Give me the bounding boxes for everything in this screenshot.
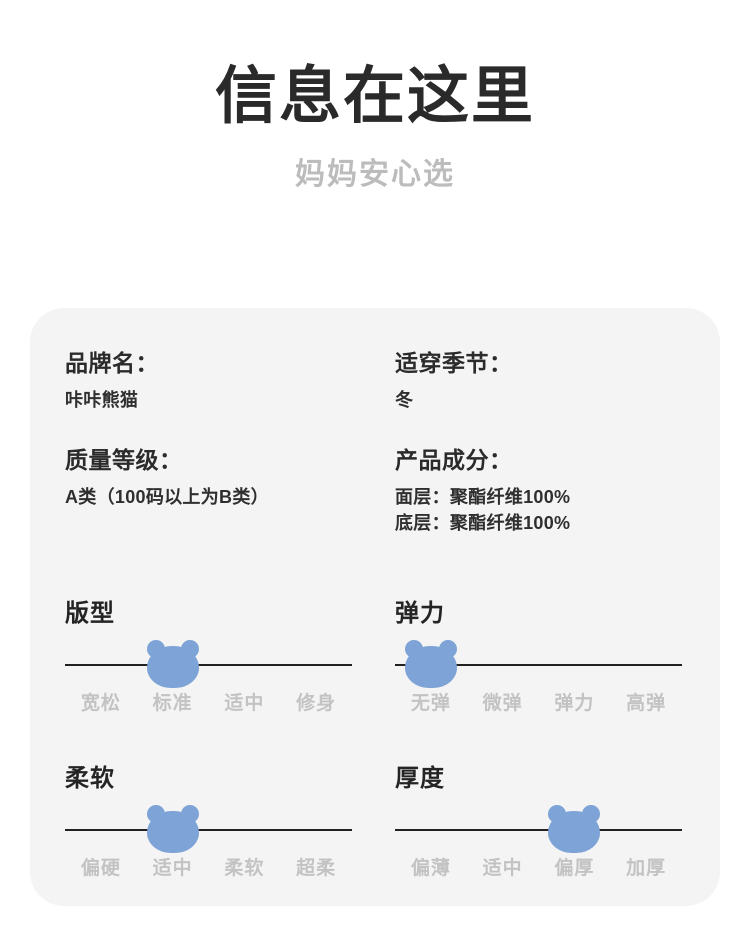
slider-elasticity[interactable]: 弹力 无弹微弹弹力高弹 [395, 593, 682, 714]
slider-track[interactable] [65, 829, 352, 831]
slider-track-wrap[interactable] [395, 634, 682, 688]
slider-tick-label[interactable]: 宽松 [80, 693, 121, 714]
spec-label: 品牌名： [65, 350, 159, 376]
product-info-card: 品牌名： 咔咔熊猫 适穿季节： 冬 质量等级： A类（100码以上为B类） 产品… [30, 308, 720, 906]
bear-face-icon [146, 811, 199, 853]
slider-tick-label[interactable]: 适中 [224, 693, 265, 714]
spec-value-line: 冬 [395, 390, 414, 410]
slider-track[interactable] [65, 664, 352, 666]
spec-label: 适穿季节： [395, 350, 513, 376]
bear-face-icon [146, 646, 199, 688]
spec-value-line: 咔咔熊猫 [65, 390, 139, 410]
spec-brand-name: 品牌名： 咔咔熊猫 [65, 352, 395, 413]
bear-head-icon[interactable] [146, 640, 199, 688]
slider-tick-label[interactable]: 偏硬 [80, 858, 121, 879]
slider-tick-label[interactable]: 标准 [152, 693, 193, 714]
spec-value: 面层：聚酯纤维100% 底层：聚酯纤维100% [395, 484, 685, 536]
slider-track-wrap[interactable] [65, 799, 352, 853]
slider-tick-label[interactable]: 修身 [296, 693, 337, 714]
slider-track[interactable] [395, 829, 682, 831]
slider-area: 版型 宽松标准适中修身 弹力 无弹微弹弹力高弹 [65, 593, 685, 879]
slider-title: 厚度 [395, 765, 445, 792]
slider-title: 弹力 [395, 600, 445, 627]
slider-title: 柔软 [65, 765, 115, 792]
slider-track[interactable] [395, 664, 682, 666]
slider-tick-label[interactable]: 超柔 [296, 858, 337, 879]
slider-labels: 宽松 标准 适中 修身 [65, 688, 352, 714]
bear-face-icon [404, 646, 457, 688]
slider-tick-label[interactable]: 偏薄 [410, 858, 451, 879]
spec-value: 冬 [395, 387, 685, 413]
spec-composition: 产品成分： 面层：聚酯纤维100% 底层：聚酯纤维100% [395, 449, 685, 536]
spec-value-line-2: 底层：聚酯纤维100% [395, 513, 571, 534]
slider-track-wrap[interactable] [65, 634, 352, 688]
spec-quality-grade: 质量等级： A类（100码以上为B类） [65, 449, 395, 536]
spec-value: 咔咔熊猫 [65, 387, 395, 413]
slider-labels: 偏硬 适中 柔软 超柔 [65, 853, 352, 879]
bear-head-icon[interactable] [146, 805, 199, 853]
bear-head-icon[interactable] [548, 805, 601, 853]
slider-softness[interactable]: 柔软 偏硬适中柔软超柔 [65, 758, 352, 879]
bear-head-icon[interactable] [404, 640, 457, 688]
slider-tick-label[interactable]: 微弹 [482, 693, 523, 714]
slider-track-wrap[interactable] [395, 799, 682, 853]
slider-tick-label[interactable]: 适中 [152, 858, 193, 879]
spec-value: A类（100码以上为B类） [65, 484, 395, 510]
slider-thickness[interactable]: 厚度 偏薄 适中 偏厚 加厚 [395, 758, 682, 879]
page-header: 信息在这里 妈妈安心选 [0, 0, 750, 193]
bear-face-icon [548, 811, 601, 853]
spec-grid: 品牌名： 咔咔熊猫 适穿季节： 冬 质量等级： A类（100码以上为B类） 产品… [65, 352, 685, 536]
page-title: 信息在这里 [214, 62, 535, 131]
slider-tick-label[interactable]: 弹力 [554, 693, 595, 714]
slider-labels: 无弹 微弹 弹力 高弹 [395, 688, 682, 714]
slider-tick-label[interactable]: 柔软 [224, 858, 265, 879]
slider-title: 版型 [65, 600, 115, 627]
spec-label: 质量等级： [65, 447, 183, 474]
spec-season: 适穿季节： 冬 [395, 352, 685, 413]
slider-tick-label[interactable]: 高弹 [626, 693, 667, 714]
slider-tick-label[interactable]: 偏厚 [554, 858, 595, 879]
slider-tick-label[interactable]: 加厚 [626, 858, 667, 879]
slider-fit-type[interactable]: 版型 宽松 标准 适中 修身 [65, 593, 352, 714]
spec-value-line: A类（100码以上为B类） [65, 487, 269, 508]
slider-tick-label[interactable]: 无弹 [410, 693, 451, 714]
page-subtitle: 妈妈安心选 [295, 158, 455, 192]
slider-labels: 偏薄 适中 偏厚 加厚 [395, 853, 682, 879]
slider-tick-label[interactable]: 适中 [482, 858, 523, 879]
spec-label: 产品成分： [395, 447, 513, 474]
spec-value-line: 面层：聚酯纤维100% [395, 487, 571, 508]
